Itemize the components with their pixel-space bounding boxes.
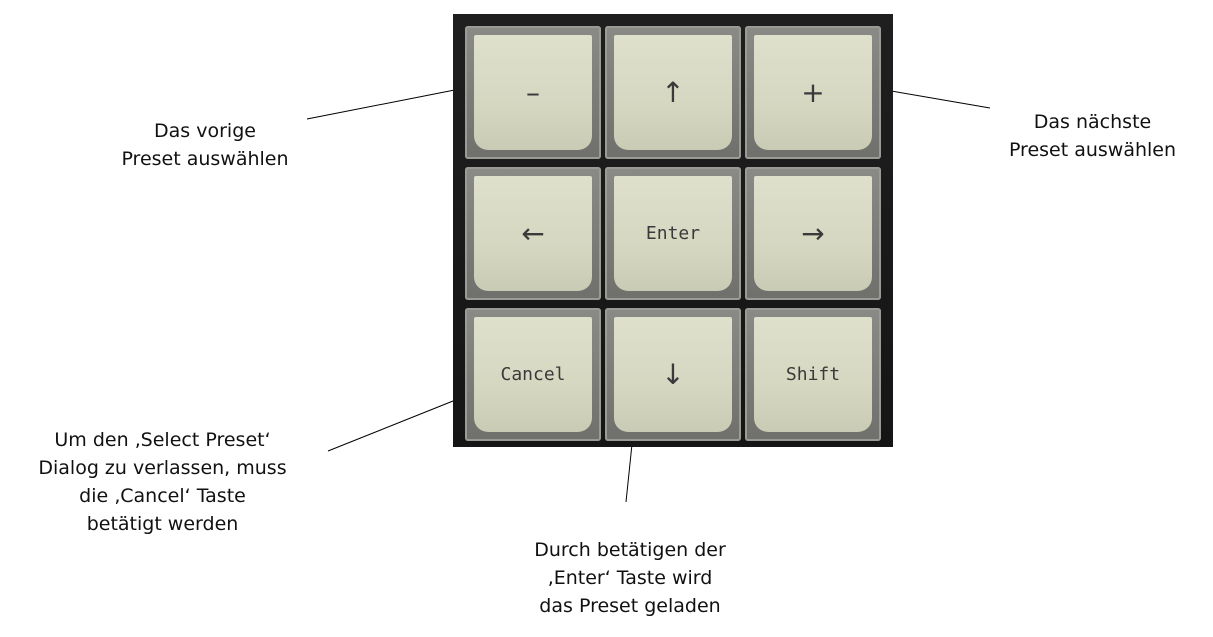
caption-cancel-line2: Dialog zu verlassen, muss <box>38 457 287 479</box>
minus-key-label: – <box>474 35 592 150</box>
caption-cancel-line4: betätigt werden <box>86 513 239 535</box>
caption-prev-preset: Das vorige Preset auswählen <box>80 117 330 173</box>
caption-next-line2: Preset auswählen <box>1008 139 1177 161</box>
down-arrow-icon: ↓ <box>614 317 732 432</box>
minus-key[interactable]: – <box>465 26 601 159</box>
plus-key[interactable]: + <box>745 26 881 159</box>
keypad-photo: – ↑ + ← Enter → Cancel ↓ Shift <box>453 14 893 447</box>
shift-key-label: Shift <box>754 317 872 432</box>
caption-enter-line3: das Preset geladen <box>539 595 721 617</box>
cancel-key[interactable]: Cancel <box>465 308 601 441</box>
caption-cancel-line3: die ‚Cancel‘ Taste <box>79 485 246 507</box>
caption-next-preset: Das nächste Preset auswählen <box>980 108 1205 164</box>
enter-key[interactable]: Enter <box>605 167 741 300</box>
cancel-key-label: Cancel <box>474 317 592 432</box>
up-arrow-icon: ↑ <box>614 35 732 150</box>
left-arrow-icon: ← <box>474 176 592 291</box>
caption-cancel: Um den ‚Select Preset‘ Dialog zu verlass… <box>0 426 325 538</box>
plus-key-label: + <box>754 35 872 150</box>
caption-enter-line2: ‚Enter‘ Taste wird <box>547 567 713 589</box>
caption-prev-line1: Das vorige <box>154 120 256 142</box>
shift-key[interactable]: Shift <box>745 308 881 441</box>
down-arrow-key[interactable]: ↓ <box>605 308 741 441</box>
leader-prev <box>306 85 476 120</box>
enter-key-label: Enter <box>614 176 732 291</box>
caption-enter: Durch betätigen der ‚Enter‘ Taste wird d… <box>505 536 755 620</box>
up-arrow-key[interactable]: ↑ <box>605 26 741 159</box>
caption-prev-line2: Preset auswählen <box>121 148 289 170</box>
left-arrow-key[interactable]: ← <box>465 167 601 300</box>
right-arrow-icon: → <box>754 176 872 291</box>
right-arrow-key[interactable]: → <box>745 167 881 300</box>
leader-cancel <box>327 394 469 452</box>
caption-enter-line1: Durch betätigen der <box>534 539 726 561</box>
caption-next-line1: Das nächste <box>1033 111 1152 133</box>
caption-cancel-line1: Um den ‚Select Preset‘ <box>54 429 271 451</box>
